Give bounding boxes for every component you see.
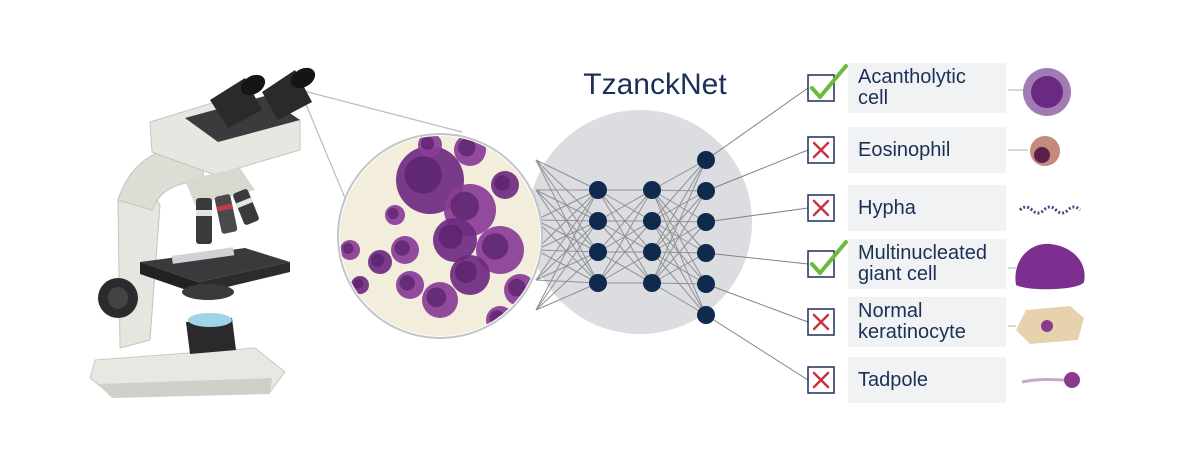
network-node xyxy=(697,244,715,262)
cross-icon xyxy=(807,366,835,394)
giant-cell-icon xyxy=(1008,243,1085,290)
result-markers xyxy=(807,64,848,394)
microscope-icon xyxy=(89,67,316,398)
network-node xyxy=(589,212,607,230)
network-node xyxy=(697,151,715,169)
class-label-line: cell xyxy=(858,87,889,109)
eosinophil-icon xyxy=(1008,136,1060,166)
class-label-line: Acantholytic xyxy=(858,66,966,88)
network-backdrop xyxy=(528,110,752,334)
class-label: Eosinophil xyxy=(848,127,1006,173)
class-label: Hypha xyxy=(848,185,1006,231)
class-label-line: Hypha xyxy=(858,196,916,219)
network-connections xyxy=(535,159,707,316)
network-title: TzanckNet xyxy=(583,68,727,101)
network-node xyxy=(643,274,661,292)
output-connections xyxy=(705,87,809,381)
network-node xyxy=(697,213,715,231)
class-label-line: keratinocyte xyxy=(858,321,966,343)
lens-view xyxy=(337,133,543,339)
network-node xyxy=(643,243,661,261)
class-label-line: Normal xyxy=(858,300,923,322)
class-label-line: Tadpole xyxy=(858,368,929,391)
network-node xyxy=(589,181,607,199)
cell-thumbnails xyxy=(1008,68,1085,388)
network-node xyxy=(697,182,715,200)
cross-icon xyxy=(807,308,835,336)
class-label-line: Multinucleated xyxy=(858,242,987,264)
class-label-line: giant cell xyxy=(858,263,937,285)
tadpole-icon xyxy=(1021,372,1080,388)
cross-icon xyxy=(807,194,835,222)
network-node xyxy=(697,306,715,324)
class-label-line: Eosinophil xyxy=(858,138,951,161)
network-node xyxy=(589,243,607,261)
keratinocyte-icon xyxy=(1008,306,1084,344)
hypha-icon xyxy=(1018,205,1082,215)
class-label: Tadpole xyxy=(848,357,1006,403)
cross-icon xyxy=(807,136,835,164)
network-node xyxy=(589,274,607,292)
network-node xyxy=(643,212,661,230)
network-nodes xyxy=(589,151,715,324)
acantholytic-cell-icon xyxy=(1008,68,1071,116)
network-node xyxy=(643,181,661,199)
network-node xyxy=(697,275,715,293)
check-icon xyxy=(807,64,848,102)
check-icon xyxy=(807,240,848,278)
